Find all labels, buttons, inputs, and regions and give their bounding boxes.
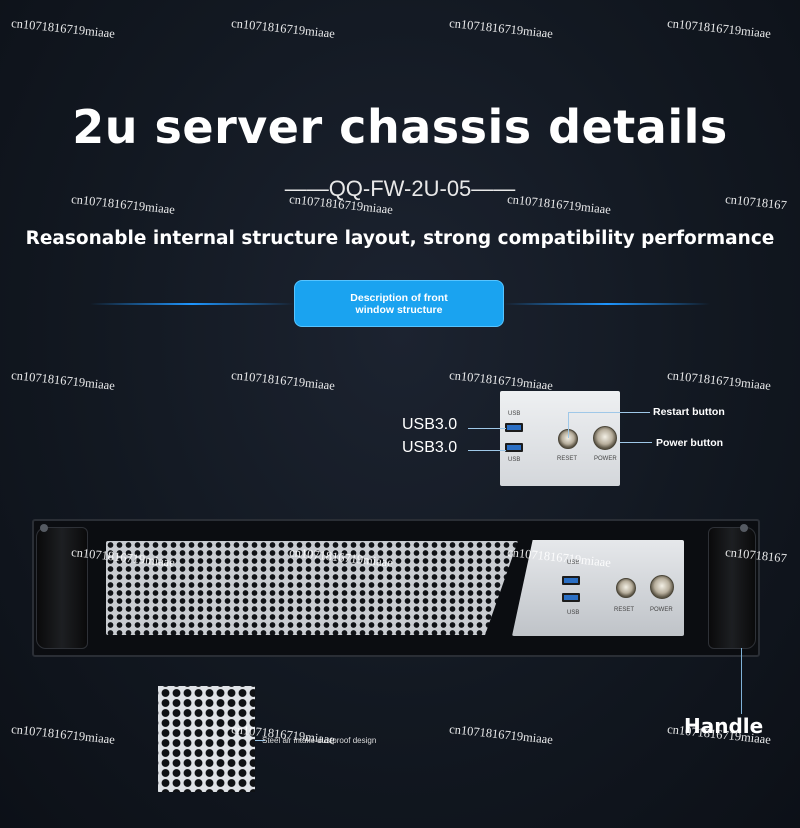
page-subtitle: Reasonable internal structure layout, st… <box>25 228 775 249</box>
model-number: ——QQ-FW-2U-05—— <box>284 176 516 201</box>
handle-connector-line <box>741 648 742 714</box>
front-power-label: POWER <box>650 607 673 613</box>
restart-connector-drop <box>568 412 569 438</box>
usb-port-icon <box>562 576 580 585</box>
divider-line-right <box>504 303 710 305</box>
mesh-connector-line <box>255 740 265 741</box>
usb-port-icon <box>505 423 523 432</box>
front-usb-label-bottom: USB <box>567 610 580 616</box>
page-title: 2u server chassis details <box>72 100 728 154</box>
watermark: cn1071816719miaae <box>10 368 116 393</box>
watermark: cn1071816719miaae <box>230 16 336 41</box>
panel-power-label: POWER <box>594 456 617 462</box>
restart-button-label: Restart button <box>653 406 725 418</box>
watermark: cn1071816719miaae <box>448 722 554 747</box>
panel-usb-label-bottom: USB <box>508 457 521 463</box>
panel-reset-label: RESET <box>557 456 578 462</box>
watermark: cn1071816719miaae <box>448 368 554 393</box>
divider-line-left <box>90 303 294 305</box>
screw-icon <box>740 524 748 532</box>
watermark: cn1071816719miaae <box>230 368 336 393</box>
front-vent-grill <box>106 541 518 635</box>
usb-connector-line <box>468 428 506 429</box>
mesh-closeup <box>158 686 255 792</box>
front-io-panel: USB USB RESET POWER <box>512 540 684 636</box>
usb-callout-1: USB3.0 <box>402 416 458 433</box>
section-pill-label: Description of front window structure <box>350 291 448 316</box>
watermark: cn1071816719miaae <box>10 16 116 41</box>
dustproof-label: Steel air intake dustproof design <box>262 736 377 745</box>
left-handle <box>36 527 88 649</box>
section-pill: Description of front window structure <box>294 280 504 327</box>
panel-usb-label-top: USB <box>508 411 521 417</box>
screw-icon <box>40 524 48 532</box>
reset-button-icon <box>616 578 636 598</box>
power-button-icon <box>650 575 674 599</box>
power-button-label: Power button <box>656 437 724 449</box>
right-handle <box>708 527 756 649</box>
handle-label: Handle <box>684 714 764 738</box>
watermark: cn1071816719miaae <box>666 368 772 393</box>
front-reset-label: RESET <box>614 607 635 613</box>
usb-port-icon <box>562 593 580 602</box>
io-panel-closeup: USB USB RESET POWER <box>500 391 620 486</box>
power-connector-line <box>620 442 652 443</box>
power-button-icon <box>593 426 617 450</box>
watermark: cn1071816719miaae <box>666 16 772 41</box>
front-usb-label-top: USB <box>567 560 580 566</box>
usb-callout-2: USB3.0 <box>402 439 458 456</box>
usb-connector-line <box>468 450 506 451</box>
watermark: cn1071816719miaae <box>10 722 116 747</box>
watermark: cn1071816719miaae <box>448 16 554 41</box>
restart-connector-line <box>568 412 650 413</box>
usb-port-icon <box>505 443 523 452</box>
